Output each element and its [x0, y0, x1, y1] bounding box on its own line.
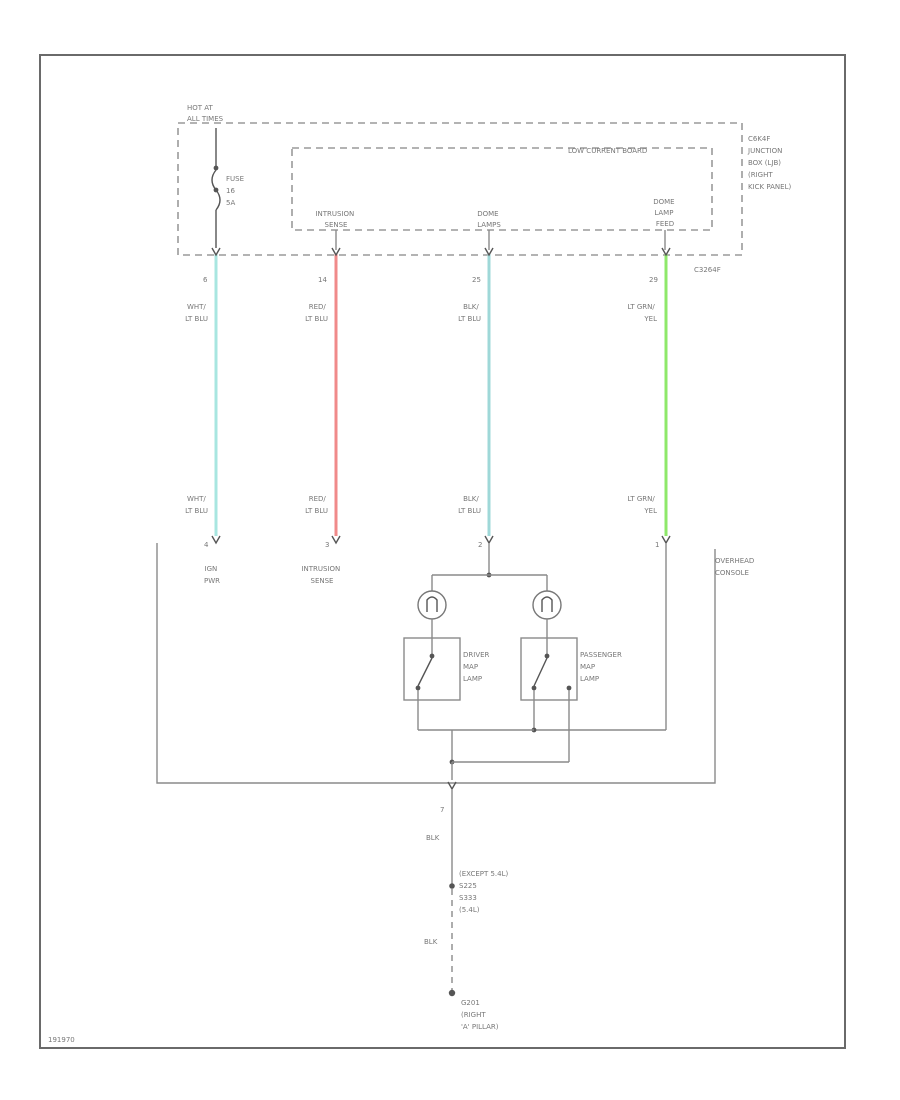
- fuse-label: FUSE 16 5A: [226, 175, 246, 207]
- wire-color-bottom-2: RED/ LT BLU: [305, 495, 328, 515]
- passenger-map-lamp-switch-housing: [520, 637, 578, 701]
- splice-s225: [449, 883, 455, 889]
- footer-code: 191970: [48, 1036, 75, 1044]
- top-connector-pins: [211, 247, 671, 257]
- ground-wire-color-top: BLK: [426, 834, 440, 842]
- diagram-frame: [39, 54, 846, 1049]
- driver-map-lamp-bulb: [417, 590, 447, 620]
- intrusion-sense-label: INTRUSION SENSE: [301, 565, 342, 585]
- wire-color-bottom-3: BLK/ LT BLU: [458, 495, 481, 515]
- driver-map-lamp-switch-housing: [403, 637, 461, 701]
- hot-at-all-times-label: HOT AT ALL TIMES: [187, 104, 224, 123]
- junction-box-outline: [177, 122, 743, 256]
- overhead-console-outline: [156, 543, 716, 784]
- wire-color-bottom-4: LT GRN/ YEL: [627, 495, 657, 515]
- terminal-label-intrusion-sense: INTRUSION SENSE: [315, 210, 356, 229]
- pin-bottom-2: 2: [478, 541, 482, 549]
- terminal-label-dome-lamps: DOME LAMPS: [477, 210, 501, 229]
- terminal-label-dome-lamp-feed: DOME LAMP FEED: [653, 198, 677, 228]
- pin-top-6: 6: [203, 276, 208, 284]
- ground-g201: [448, 989, 456, 997]
- low-current-board-outline: [291, 147, 713, 231]
- wire-color-top-4: LT GRN/ YEL: [627, 303, 657, 323]
- wire-color-top-1: WHT/ LT BLU: [185, 303, 208, 323]
- pin-top-29: 29: [649, 276, 658, 284]
- ground-wire-color-bottom: BLK: [424, 938, 438, 946]
- driver-map-lamp-switch: [415, 653, 435, 691]
- pin-top-25: 25: [472, 276, 481, 284]
- console-connector-pins: [211, 535, 671, 545]
- junction-box-label: C6K4F JUNCTION BOX (LJB) (RIGHT KICK PAN…: [747, 135, 791, 191]
- splice-label: (EXCEPT 5.4L) S225 S333 (5.4L): [459, 870, 510, 914]
- ign-pwr-label: IGN PWR: [204, 565, 220, 585]
- wire-color-bottom-1: WHT/ LT BLU: [185, 495, 208, 515]
- low-current-board-label: LOW CURRENT BOARD: [568, 147, 647, 155]
- pin-top-14: 14: [318, 276, 327, 284]
- passenger-map-lamp-bulb: [532, 590, 562, 620]
- overhead-console-label: OVERHEAD CONSOLE: [715, 557, 757, 577]
- pin-bottom-1: 1: [655, 541, 659, 549]
- pin-bottom-4: 4: [204, 541, 209, 549]
- pin-bottom-3: 3: [325, 541, 329, 549]
- wire-color-top-2: RED/ LT BLU: [305, 303, 328, 323]
- passenger-map-lamp-label: PASSENGER MAP LAMP: [580, 651, 624, 683]
- ground-pin-7: 7: [440, 806, 444, 814]
- driver-map-lamp-label: DRIVER MAP LAMP: [463, 651, 492, 683]
- ground-g201-label: G201 (RIGHT 'A' PILLAR): [461, 999, 499, 1031]
- wire-color-top-3: BLK/ LT BLU: [458, 303, 481, 323]
- passenger-map-lamp-switch: [531, 653, 572, 691]
- connector-c3264f-label: C3264F: [694, 266, 721, 274]
- fuse-16: [211, 128, 221, 248]
